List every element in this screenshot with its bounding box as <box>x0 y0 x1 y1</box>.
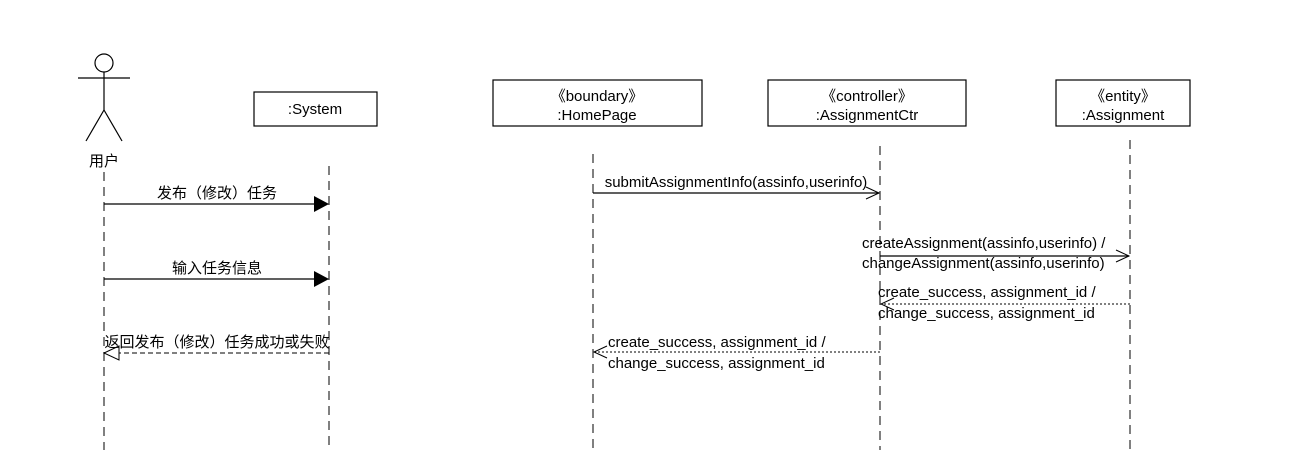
open-arrowhead-icon <box>865 186 881 200</box>
open-arrowhead-icon <box>1115 249 1131 263</box>
message-publish-task-label: 发布（修改）任务 <box>157 184 277 202</box>
participant-system-box <box>253 91 378 127</box>
filled-arrowhead-icon <box>314 271 329 287</box>
message-ctr-return-line2: change_success, assignment_id <box>608 355 825 372</box>
message-submit-info: submitAssignmentInfo(assinfo,userinfo) <box>593 174 881 200</box>
participant-homepage-name: :HomePage <box>557 107 636 124</box>
message-input-info: 输入任务信息 <box>104 259 329 287</box>
message-create-label-line1: createAssignment(assinfo,userinfo) / <box>862 235 1106 252</box>
open-arrowhead-icon <box>592 345 608 359</box>
message-create-assignment: createAssignment(assinfo,userinfo) / cha… <box>862 235 1131 272</box>
participant-controller-name: :AssignmentCtr <box>816 107 919 124</box>
message-return-result: 返回发布（修改）任务成功或失败 <box>102 333 330 361</box>
actor-head <box>94 53 114 73</box>
participant-homepage: 《boundary》 :HomePage <box>492 79 703 127</box>
participant-system-name: :System <box>288 101 342 118</box>
actor-left-leg <box>85 109 105 142</box>
message-input-info-label: 输入任务信息 <box>172 259 262 277</box>
participant-entity-name: :Assignment <box>1082 107 1165 124</box>
message-entity-return: create_success, assignment_id / change_s… <box>878 284 1130 322</box>
message-return-result-label: 返回发布（修改）任务成功或失败 <box>104 333 329 351</box>
message-publish-task: 发布（修改）任务 <box>104 184 329 212</box>
participant-entity-box <box>1055 79 1191 127</box>
participant-controller-box <box>767 79 967 127</box>
participant-homepage-stereotype: 《boundary》 <box>551 88 644 105</box>
message-entity-return-line1: create_success, assignment_id / <box>878 284 1096 301</box>
participant-system: :System <box>253 91 378 127</box>
participant-controller-stereotype: 《controller》 <box>821 88 913 105</box>
actor-right-leg <box>103 109 123 142</box>
message-ctr-return-line1: create_success, assignment_id / <box>608 334 826 351</box>
message-entity-return-line2: change_success, assignment_id <box>878 305 1095 322</box>
message-submit-info-label: submitAssignmentInfo(assinfo,userinfo) <box>605 174 868 191</box>
participant-entity-stereotype: 《entity》 <box>1090 88 1156 105</box>
open-triangle-arrowhead-icon <box>102 345 120 361</box>
actor-label: 用户 <box>89 152 119 170</box>
open-arrowhead-icon <box>879 297 895 311</box>
filled-arrowhead-icon <box>314 196 329 212</box>
message-create-label-line2: changeAssignment(assinfo,userinfo) <box>862 255 1105 272</box>
participant-controller: 《controller》 :AssignmentCtr <box>767 79 967 127</box>
participant-homepage-box <box>492 79 703 127</box>
participant-entity: 《entity》 :Assignment <box>1055 79 1191 127</box>
actor-user: 用户 <box>78 53 130 170</box>
message-ctr-return: create_success, assignment_id / change_s… <box>592 334 880 372</box>
